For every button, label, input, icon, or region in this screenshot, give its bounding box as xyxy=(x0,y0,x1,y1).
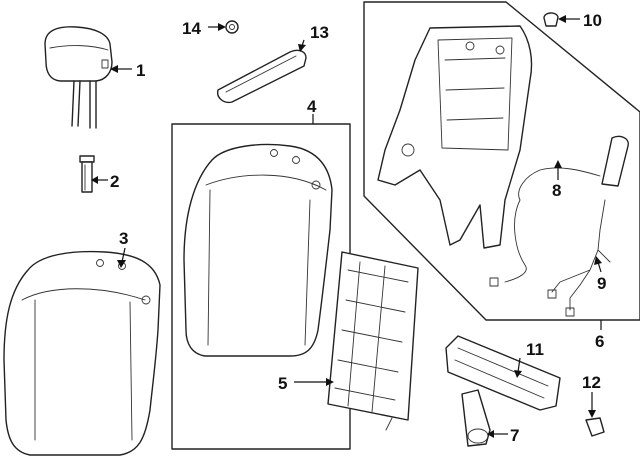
seat-back-cover xyxy=(3,250,161,456)
callout-2: 2 xyxy=(110,172,119,191)
seat-back-frame xyxy=(377,25,533,249)
wiring-harness xyxy=(547,199,611,317)
headrest-guide xyxy=(79,155,95,193)
fastener-12 xyxy=(585,417,605,437)
side-airbag xyxy=(489,135,629,287)
frame-group-box xyxy=(363,1,640,321)
seat-back-board xyxy=(327,251,419,431)
leader-lines xyxy=(91,15,602,438)
callout-labels: 1 2 3 4 5 6 7 8 9 10 11 12 13 14 xyxy=(110,11,606,445)
callout-10: 10 xyxy=(583,11,602,30)
callout-5: 5 xyxy=(278,374,287,393)
clip-10 xyxy=(543,12,559,27)
callout-6: 6 xyxy=(595,332,604,351)
callout-12: 12 xyxy=(582,373,601,392)
callout-7: 7 xyxy=(510,426,519,445)
callout-13: 13 xyxy=(310,23,329,42)
recliner-handle xyxy=(461,389,491,447)
callout-11: 11 xyxy=(526,340,544,359)
callout-14: 14 xyxy=(182,19,201,38)
callout-3: 3 xyxy=(119,229,128,248)
callout-8: 8 xyxy=(552,181,561,200)
callout-1: 1 xyxy=(136,61,145,80)
clip-14 xyxy=(225,20,239,34)
seat-back-cushion xyxy=(183,143,333,357)
callout-4: 4 xyxy=(307,97,317,116)
side-trim-panel xyxy=(445,335,561,411)
headrest xyxy=(44,26,113,129)
armrest-pad xyxy=(217,49,307,104)
callout-9: 9 xyxy=(597,274,606,293)
